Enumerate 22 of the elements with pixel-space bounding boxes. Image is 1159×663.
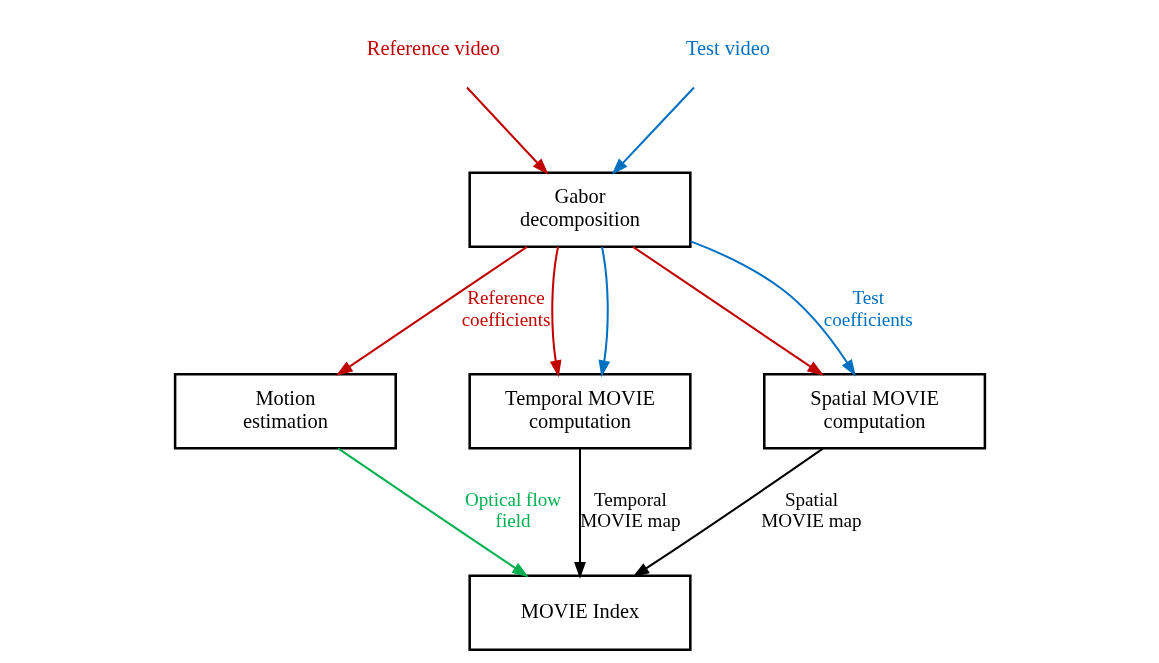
node-box: Spatial MOVIE computation [762, 372, 986, 450]
arrow [573, 448, 586, 579]
edge-label: Reference coefficients [461, 287, 550, 330]
arrow [337, 447, 529, 578]
node-box: MOVIE Index [467, 574, 692, 651]
node-box: Motion estimation [173, 372, 397, 450]
arrow [598, 246, 610, 378]
edge-label: Temporal MOVIE map [579, 488, 681, 532]
arrow [632, 447, 824, 578]
arrow [689, 240, 856, 377]
arrow [335, 245, 528, 376]
node-text: Reference video [366, 37, 500, 60]
node-box: Temporal MOVIE computation [467, 372, 692, 450]
arrow [611, 86, 695, 175]
node-box: Gabor decomposition [467, 171, 692, 248]
node-text: Test video [685, 37, 770, 60]
arrow [465, 86, 549, 175]
arrow [631, 245, 824, 376]
edge-label: Optical flow field [464, 488, 561, 532]
edge-label: Spatial MOVIE map [760, 488, 862, 532]
arrow [549, 246, 561, 378]
edge-label: Test coefficients [823, 287, 913, 330]
